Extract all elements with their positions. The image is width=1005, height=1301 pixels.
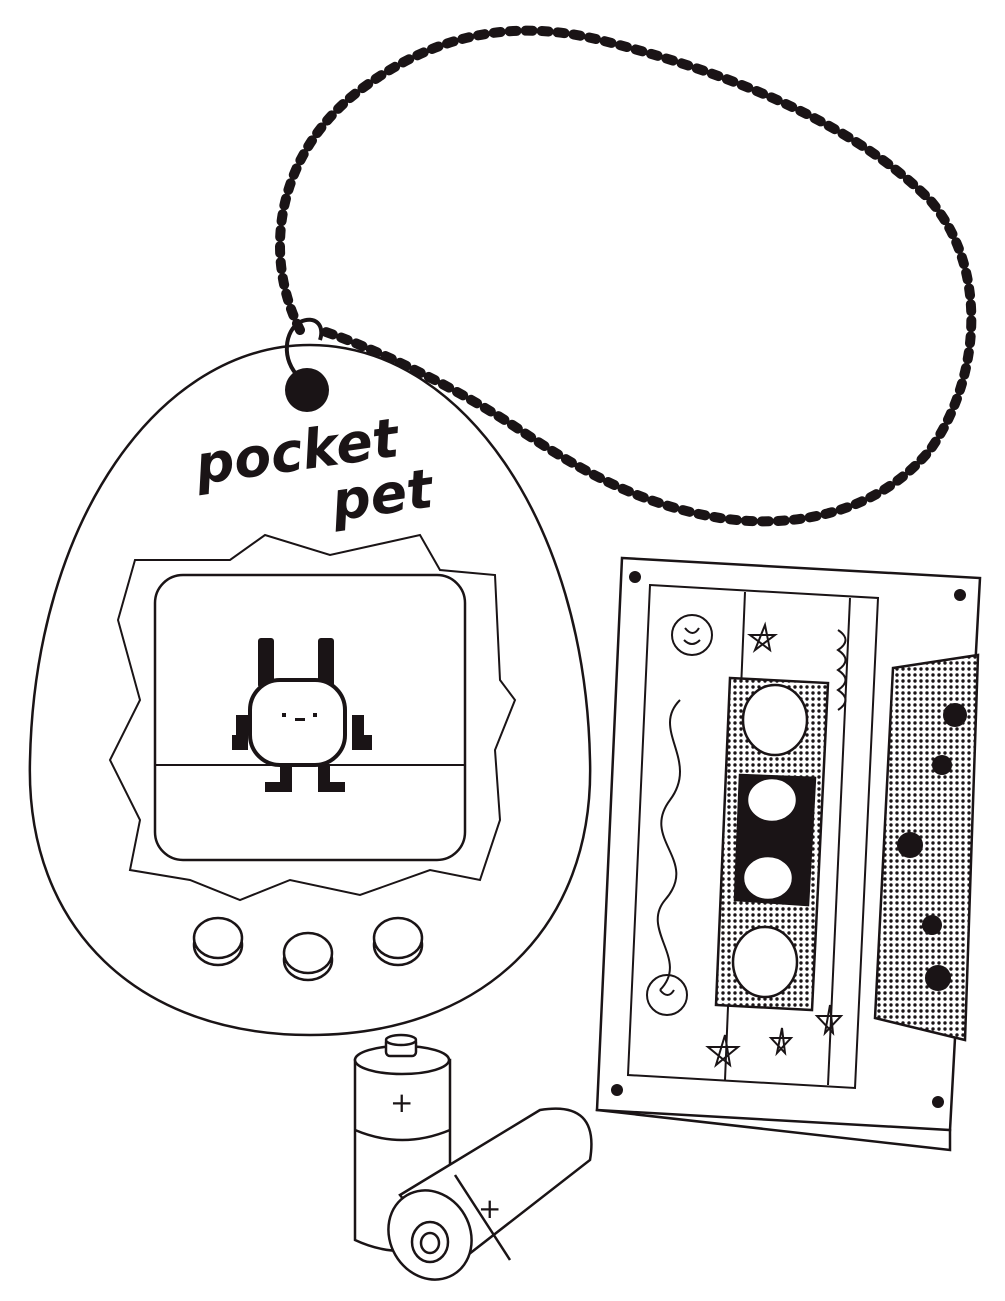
- keyring-hole: [285, 368, 329, 412]
- toy-buttons: [192, 916, 424, 982]
- keyring-hook: [284, 317, 324, 380]
- plus-sign: +: [390, 1086, 413, 1119]
- pocket-pet-toy: pocket pet: [28, 317, 592, 1037]
- cassette-tape: [595, 556, 982, 1152]
- ball-chain: [275, 25, 977, 527]
- pet-character: [232, 638, 372, 792]
- plus-sign: +: [478, 1192, 501, 1225]
- logo-line2: pet: [327, 457, 439, 534]
- battery-lying: +: [387, 1107, 593, 1281]
- batteries: + +: [353, 1033, 593, 1281]
